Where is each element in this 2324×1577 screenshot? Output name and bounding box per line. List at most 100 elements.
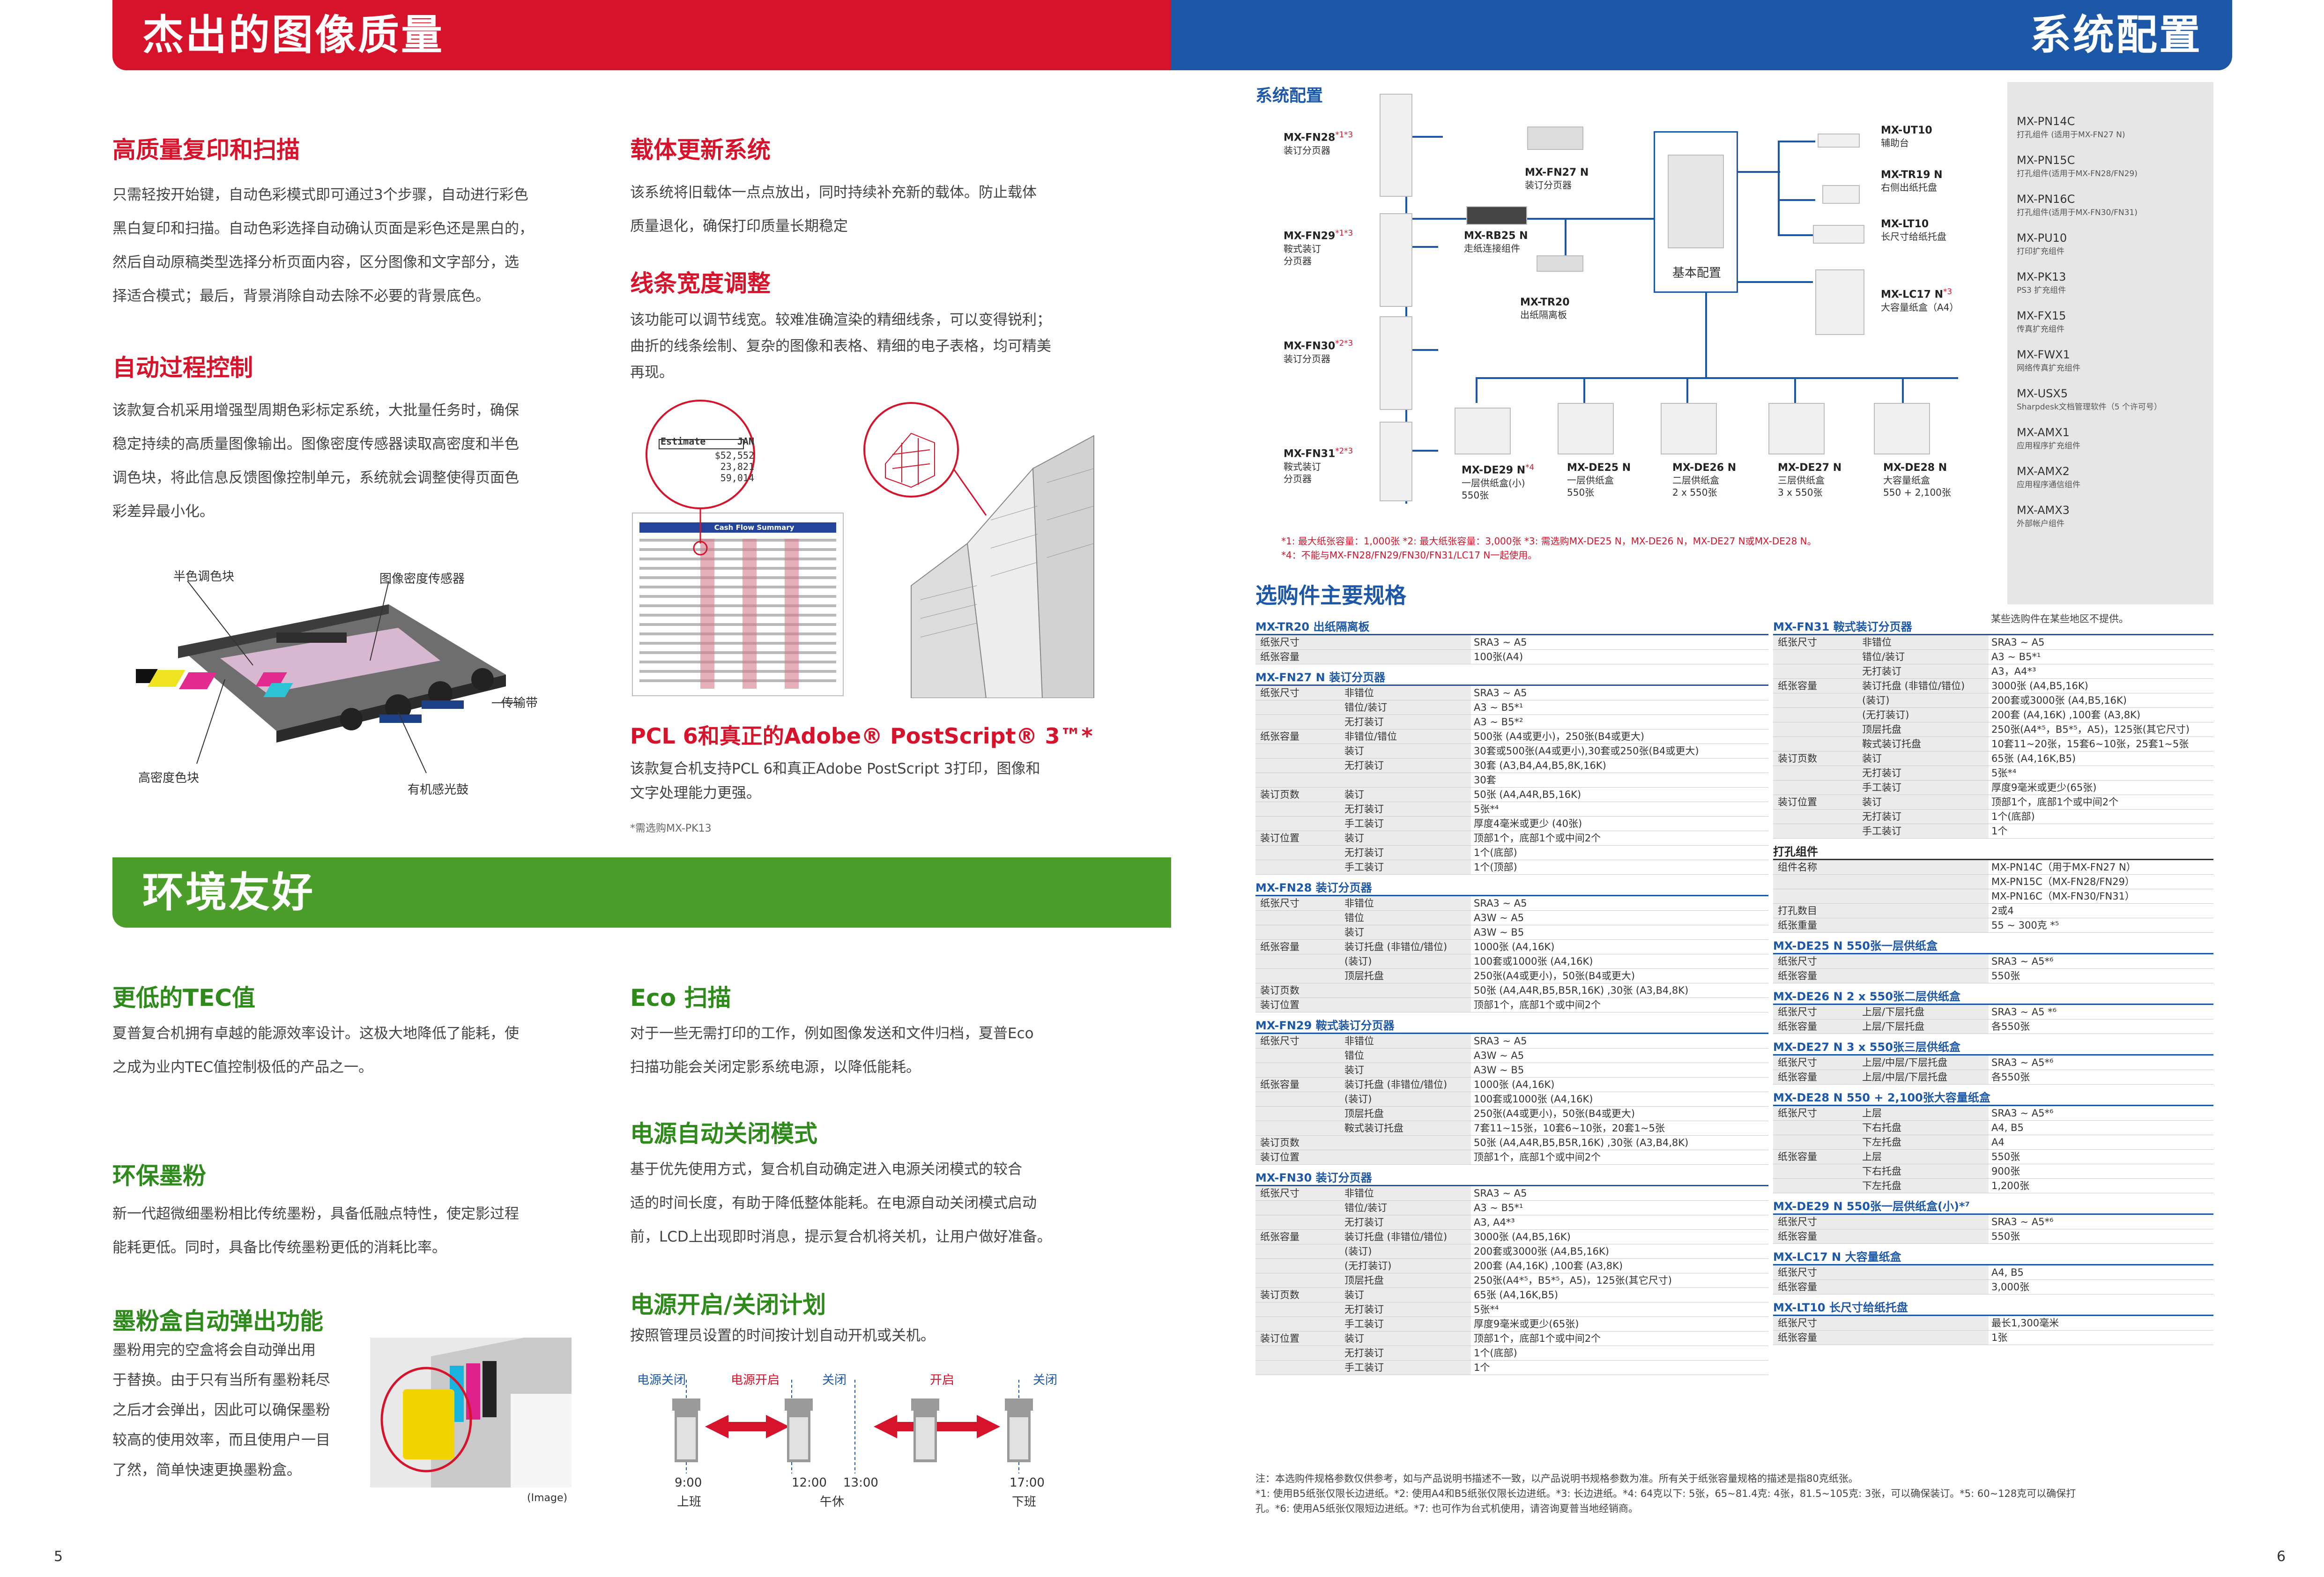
spec-cell: 1,200张 (1991, 1180, 2030, 1191)
spec-cell (1862, 904, 1989, 918)
section-title: 更低的TEC值 (112, 984, 255, 1012)
spec-table-title: MX-FN28 装订分页器 (1255, 879, 1768, 896)
spec-cell: 250张(A4*⁵，B5*⁵，A5)，125张(其它尺寸) (1474, 1275, 1672, 1286)
toner-image (370, 1338, 572, 1488)
spec-cell: 装订 (1344, 1063, 1471, 1077)
spec-cell: 装订 (1344, 788, 1471, 802)
spec-cell: 10套11~20张，15套6~10张，25套1~5张 (1991, 738, 2189, 750)
spec-cell (1255, 1259, 1344, 1273)
section-text: 新一代超微细墨粉相比传统墨粉，具备低融点特性，使定影过程能耗更低。同时，具备比传… (112, 1205, 519, 1256)
power-timeline (630, 1361, 1099, 1516)
option-name: MX-FX15 (2017, 309, 2066, 322)
spec-cell: A3W ~ B5 (1474, 927, 1524, 938)
spec-cell: 纸张尺寸 (1773, 1265, 1862, 1279)
spec-table-title: 打孔组件 (1773, 843, 2213, 860)
spec-cell: 顶部1个，底部1个或中间2个 (1991, 796, 2119, 808)
spec-cell (1862, 1280, 1989, 1294)
spec-cell: (装订) (1862, 693, 1989, 707)
spec-cell: 顶层托盘 (1344, 1107, 1471, 1121)
spec-cell (1344, 998, 1471, 1012)
timeline-label-off: 关闭 (1033, 1373, 1058, 1387)
spec-cell: 装订页数 (1773, 751, 1862, 766)
spec-table-title: MX-DE25 N 550张一层供纸盒 (1773, 937, 2213, 954)
spec-row: 手工装订厚度9毫米或更少(65张) (1255, 1317, 1768, 1332)
spec-cell: 装订 (1862, 795, 1989, 809)
spec-cell: 装订位置 (1255, 831, 1344, 845)
spec-row: 装订位置顶部1个，底部1个或中间2个 (1255, 1150, 1768, 1165)
spec-cell (1773, 722, 1862, 736)
spec-cell: 30套或500张(A4或更小),30套或250张(B4或更大) (1474, 745, 1699, 757)
banner-environment: 环境友好 (112, 857, 1171, 928)
spec-cell: 装订 (1344, 1332, 1471, 1346)
spec-cell: 无打装订 (1344, 715, 1471, 729)
option-desc: Sharpdesk文档管理软件（5 个许可号） (2017, 402, 2162, 412)
page-number: 6 (2277, 1548, 2286, 1565)
banner-image-quality: 杰出的图像质量 (112, 0, 1171, 70)
option-name: MX-AMX2 (2017, 465, 2070, 478)
footnote: *需选购MX-PK13 (630, 823, 712, 834)
option-desc: 外部帐户组件 (2017, 519, 2064, 528)
timeline-label-on: 开启 (930, 1373, 955, 1387)
spec-cell (1255, 1361, 1344, 1375)
spec-cell: 错位/装订 (1862, 650, 1989, 664)
spec-cell: 550张 (1991, 1151, 2020, 1162)
lc17-image (1815, 269, 1864, 335)
spec-cell: 厚度9毫米或更少(65张) (1991, 782, 2097, 793)
spec-cell: 550张 (1991, 1231, 2020, 1242)
spec-cell: 装订位置 (1773, 795, 1862, 809)
spec-cell (1255, 744, 1344, 758)
spec-cell: 装订托盘 (非错位/错位) (1344, 940, 1471, 954)
base-unit-label: 基本配置 (1672, 266, 1722, 280)
spec-cell: 下左托盘 (1862, 1135, 1989, 1149)
spec-cell: (无打装订) (1344, 1259, 1471, 1273)
spec-cell: 1个 (1991, 826, 2008, 837)
spec-cell: 上层/中层/下层托盘 (1862, 1056, 1989, 1070)
spec-cell: 1个(底部) (1474, 1347, 1517, 1359)
spec-cell (1773, 1135, 1862, 1149)
spec-cell: 无打装订 (1344, 1302, 1471, 1317)
spec-cell: SRA3 ~ A5 (1991, 637, 2045, 648)
spec-row: 装订位置装订顶部1个，底部1个或中间2个 (1255, 1332, 1768, 1346)
spec-cell: 无打装订 (1862, 766, 1989, 780)
spec-cell: 下右托盘 (1862, 1164, 1989, 1178)
spec-cell (1255, 759, 1344, 773)
spec-cell (1255, 1201, 1344, 1215)
spec-cell: 无打装订 (1344, 1346, 1471, 1360)
spec-cell: 纸张容量 (1773, 1229, 1862, 1243)
option-name: MX-PN15C (2017, 154, 2075, 167)
spec-title: 选购件主要规格 (1255, 583, 1406, 608)
spec-cell (1255, 773, 1344, 787)
spec-cell (1773, 664, 1862, 678)
section-title: 线条宽度调整 (630, 270, 771, 297)
spec-cell: SRA3 ~ A5*⁶ (1991, 1057, 2054, 1068)
spec-cell (1773, 737, 1862, 751)
spec-cell: 900张 (1991, 1166, 2020, 1177)
spec-cell (1773, 693, 1862, 707)
spec-cell: 纸张容量 (1773, 1070, 1862, 1084)
section-text: 该款复合机支持PCL 6和真正Adobe PostScript 3打印，图像和文… (630, 760, 1040, 802)
option-name: MX-PU10 (2017, 231, 2067, 245)
spec-cell: 1个(底部) (1474, 847, 1517, 858)
spec-cell: SRA3 ~ A5 (1474, 1035, 1527, 1047)
spec-cell (1862, 860, 1989, 874)
spec-cell (1255, 969, 1344, 983)
